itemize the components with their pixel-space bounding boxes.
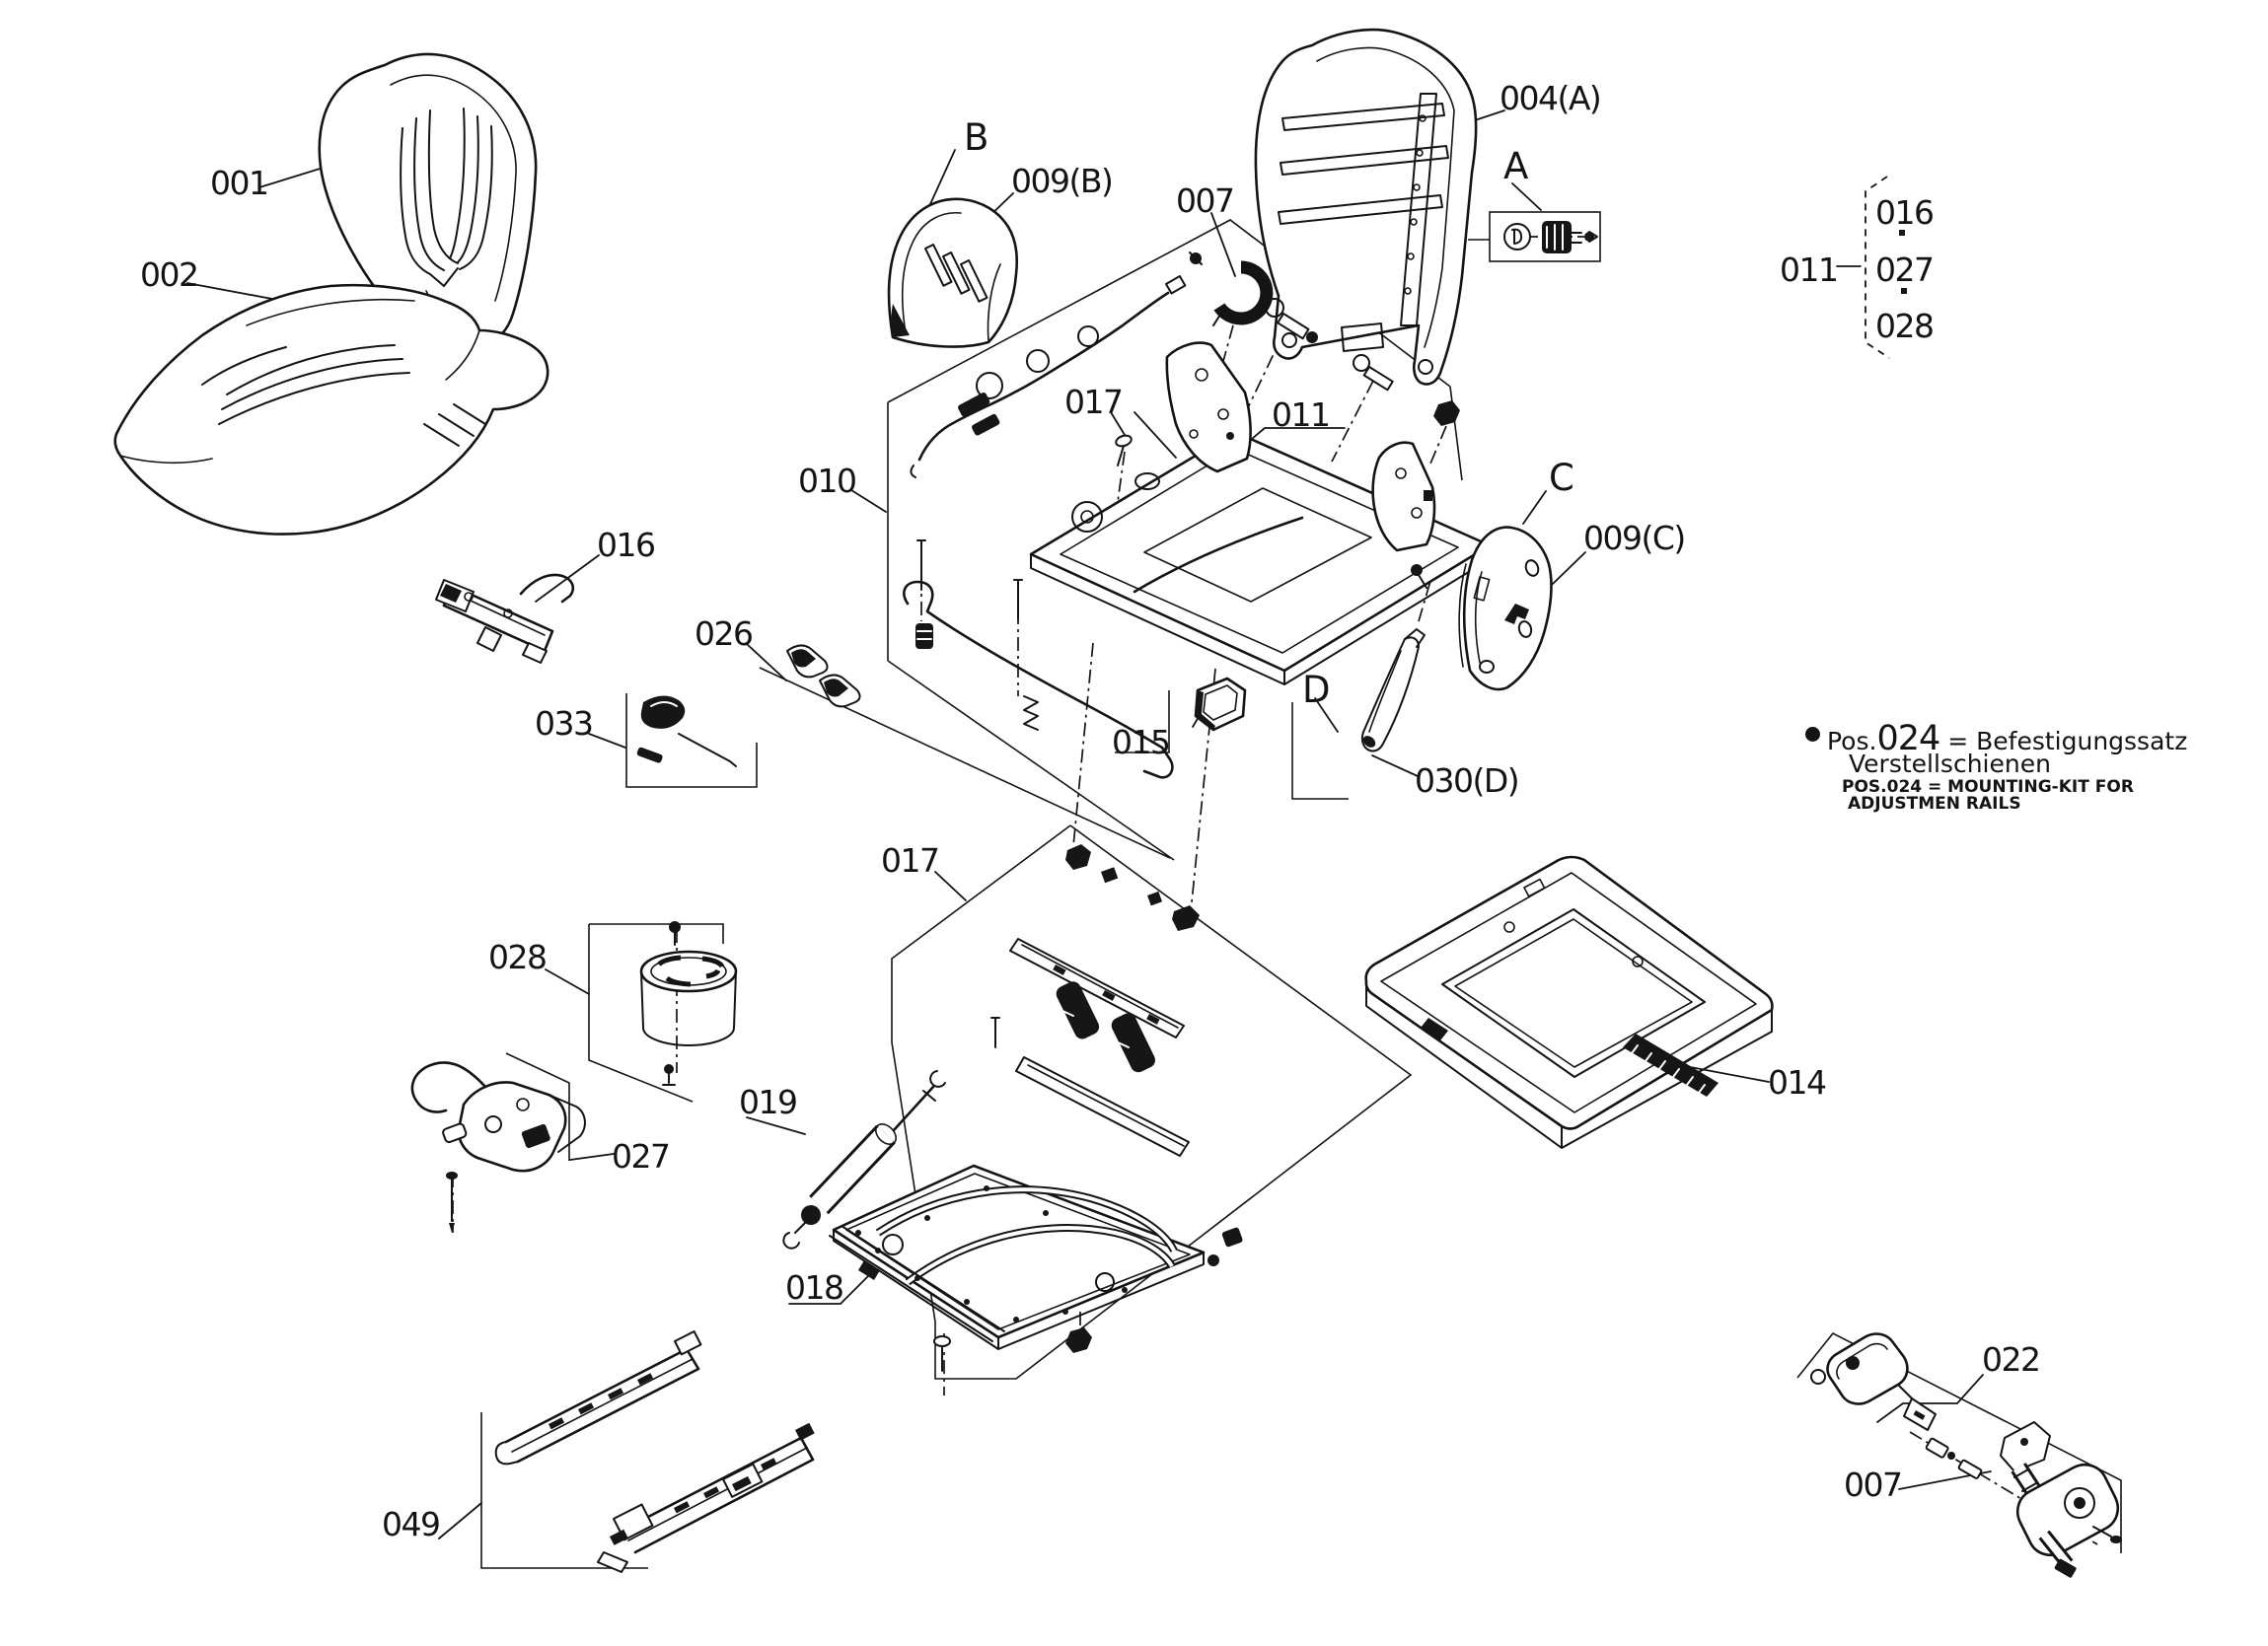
part-007-clock-spring	[1189, 251, 1274, 326]
part-033-clip-kit	[636, 695, 737, 767]
part-030d-lever	[1360, 628, 1426, 752]
label-004a: 004(A)	[1500, 79, 1602, 117]
label-014: 014	[1768, 1063, 1827, 1102]
label-007-bottom: 007	[1844, 1466, 1903, 1504]
part-015-bracket	[1194, 677, 1247, 732]
label-033: 033	[535, 704, 594, 743]
label-027: 027	[612, 1137, 671, 1176]
label-009c: 009(C)	[1583, 519, 1686, 557]
label-ref-016: 016	[1875, 193, 1935, 232]
label-011-reference: 011	[1780, 250, 1839, 289]
label-015: 015	[1112, 723, 1171, 761]
part-022-seatbelt	[1810, 1332, 2122, 1578]
part-026-clips	[786, 644, 861, 708]
part-009b-side-cover-b	[887, 197, 1019, 348]
label-049: 049	[382, 1505, 441, 1543]
label-011-mid: 011	[1272, 395, 1331, 434]
label-018: 018	[785, 1268, 844, 1307]
part-004a-backrest-frame	[1254, 28, 1478, 426]
label-callout-a: A	[1503, 145, 1529, 187]
label-callout-c: C	[1549, 457, 1574, 499]
label-007-top: 007	[1176, 181, 1235, 220]
label-002: 002	[140, 255, 199, 294]
note-line-4: ADJUSTMEN RAILS	[1848, 794, 2021, 814]
part-027-motor	[410, 1061, 586, 1233]
label-030d: 030(D)	[1415, 761, 1520, 800]
part-017-lower-suspension	[829, 844, 1243, 1372]
note-line-2: Verstellschienen	[1849, 750, 2051, 778]
region-boundaries	[480, 211, 2122, 1569]
label-022: 022	[1982, 1340, 2041, 1379]
note-bullet-icon	[1805, 727, 1820, 742]
reference-brace-011	[1865, 176, 1907, 359]
label-019: 019	[739, 1083, 798, 1121]
label-010: 010	[798, 462, 857, 500]
label-009b: 009(B)	[1011, 162, 1114, 200]
label-017-lower: 017	[881, 841, 940, 880]
part-016-latch	[435, 573, 575, 664]
note-line-3: POS.024 = MOUNTING-KIT FOR	[1842, 777, 2134, 797]
part-049-slide-rails	[494, 1330, 815, 1573]
label-ref-028: 028	[1875, 307, 1935, 345]
detail-a-knob-parts	[1503, 221, 1598, 253]
part-028-pump	[639, 921, 738, 1086]
part-011-upper-frame	[1029, 341, 1492, 685]
part-009c-side-cover-c	[1458, 526, 1553, 691]
part-002-seat-cushion	[113, 283, 549, 536]
label-017-top: 017	[1064, 383, 1124, 421]
detail-box-a-frame	[1489, 211, 1601, 262]
note-line-1: Pos.024 = Befestigungssatz	[1827, 719, 2188, 758]
label-001: 001	[210, 164, 269, 202]
label-ref-027: 027	[1875, 250, 1935, 289]
part-014-riser-frame	[1364, 855, 1774, 1149]
part-010-cable-harness	[910, 275, 1187, 478]
springs-and-torsion-rod	[903, 539, 1174, 779]
part-019-damper	[782, 1070, 946, 1250]
label-026: 026	[695, 614, 754, 653]
label-callout-d: D	[1302, 669, 1331, 711]
label-028: 028	[488, 938, 548, 976]
label-callout-b: B	[964, 116, 989, 159]
label-016: 016	[597, 526, 656, 564]
